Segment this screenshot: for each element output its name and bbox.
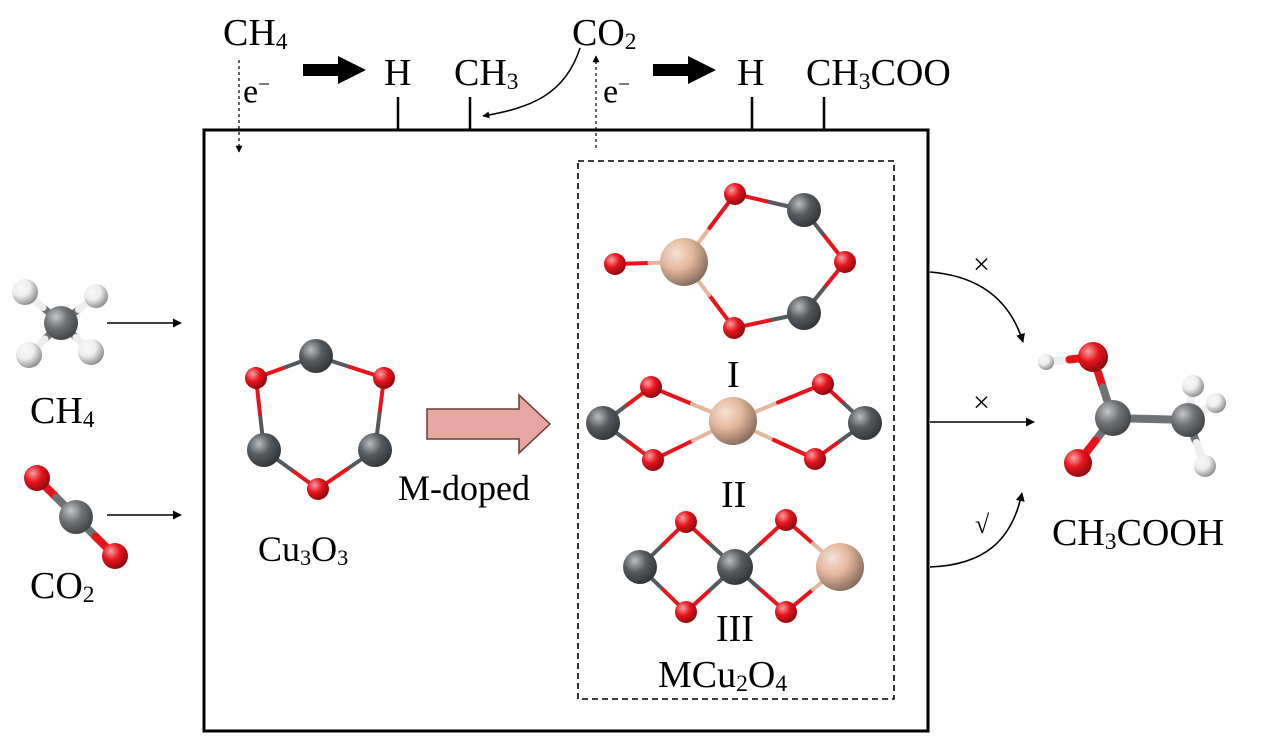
electron-label-left: e− [243, 72, 270, 111]
hydrogen-atom [1206, 393, 1226, 413]
oxygen-atom [102, 543, 128, 569]
mcu2o4-label: MCu2O4 [658, 654, 788, 698]
ch3cooh-label: CH3COOH [1052, 512, 1225, 556]
bold-arrow-right [653, 56, 716, 84]
oxygen-atom [723, 317, 745, 339]
hydrogen-atom [78, 339, 104, 365]
copper-atom [717, 549, 753, 585]
atoms-layer [12, 183, 1226, 623]
oxygen-atom [1064, 449, 1092, 477]
oxygen-atom [775, 601, 797, 623]
h-label-left: H [384, 52, 412, 94]
hydrogen-atom [1038, 354, 1054, 370]
copper-atom [848, 406, 882, 440]
oxygen-atom [675, 511, 697, 533]
dopant-atom [816, 543, 864, 591]
copper-atom [247, 433, 281, 467]
hydrogen-atom [84, 284, 108, 308]
co2-top-label: CO2 [572, 12, 637, 56]
cu3o3-label: Cu3O3 [258, 529, 349, 571]
oxygen-atom [775, 509, 797, 531]
oxygen-atom [675, 601, 697, 623]
copper-atom [787, 193, 821, 227]
oxygen-atom [245, 367, 267, 389]
structure-label-i: I [727, 354, 740, 396]
oxygen-atom [804, 448, 826, 470]
m-doped-arrow [426, 393, 552, 455]
ch4-label-left: CH4 [30, 390, 95, 434]
catalyst-box [202, 128, 930, 733]
allowed-mark-bottom: √ [975, 510, 990, 539]
copper-atom [586, 406, 620, 440]
ch3coo-top-label: CH3COO [806, 52, 951, 96]
oxygen-atom [373, 367, 395, 389]
oxygen-atom [1078, 342, 1108, 372]
structure-label-ii: II [721, 474, 747, 516]
doped-cluster-box [577, 160, 895, 700]
oxygen-atom [724, 183, 746, 205]
hydrogen-atom [1182, 375, 1204, 397]
hydrogen-atom [1194, 455, 1216, 477]
carbon-atom [59, 500, 93, 534]
oxygen-atom [640, 376, 662, 398]
ch3-top-label: CH3 [454, 52, 519, 96]
dopant-atom [660, 238, 708, 286]
hydrogen-atom [16, 342, 42, 368]
bold-arrow-left [303, 56, 366, 84]
oxygen-atom [642, 449, 664, 471]
structure-label-iii: III [716, 608, 754, 650]
blocked-mark-top: × [973, 248, 990, 281]
product-arrow-bottom [929, 492, 1025, 568]
electron-label-right: e− [603, 72, 630, 111]
m-doped-label: M-doped [398, 468, 530, 508]
oxygen-atom [834, 251, 856, 273]
co2-insertion-arrow [482, 47, 581, 119]
oxygen-atom [604, 253, 626, 275]
ch4-top-label: CH4 [223, 12, 288, 56]
oxygen-atom [307, 478, 329, 500]
oxygen-atom [24, 465, 50, 491]
product-arrow-top [929, 271, 1025, 343]
carbon-atom [44, 306, 78, 340]
copper-atom [299, 339, 333, 373]
co2-label-left: CO2 [30, 565, 95, 609]
hydrogen-atom [12, 279, 38, 305]
carbon-atom [1095, 400, 1131, 436]
copper-atom [623, 550, 657, 584]
blocked-mark-mid: × [973, 386, 990, 419]
h-label-right: H [737, 52, 765, 94]
dopant-atom [709, 397, 757, 445]
oxygen-atom [812, 373, 834, 395]
carbon-atom [1171, 403, 1205, 437]
copper-atom [358, 433, 392, 467]
copper-atom [787, 296, 821, 330]
